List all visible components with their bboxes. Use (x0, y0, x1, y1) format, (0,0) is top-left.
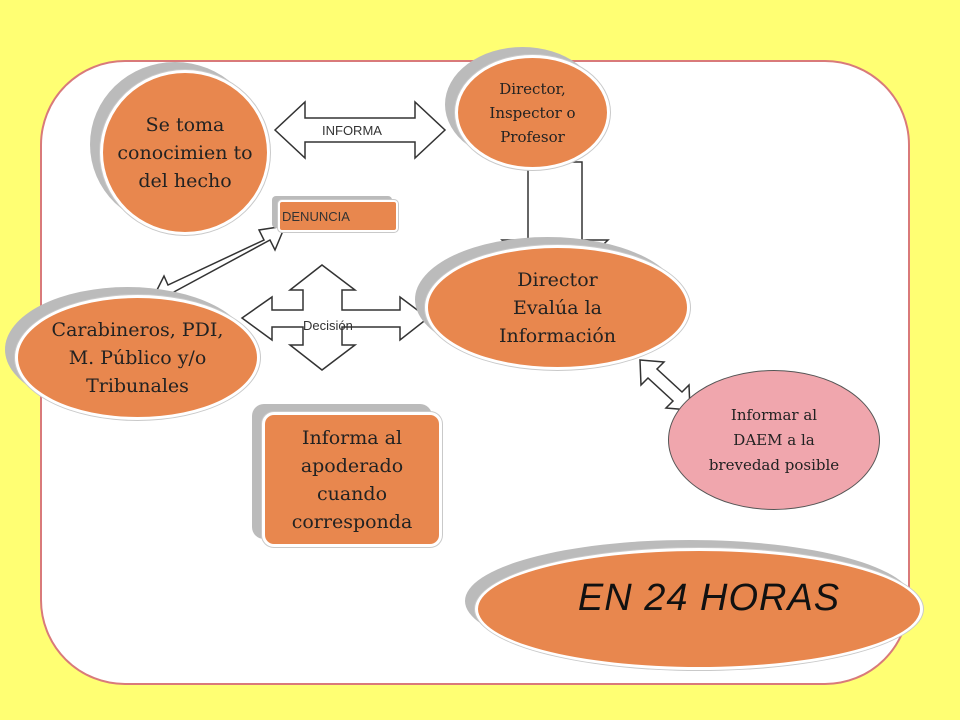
se-toma-label: Se toma conocimien to del hecho (117, 113, 253, 192)
node-en-24-horas: EN 24 HORAS (465, 540, 923, 670)
node-carabineros: Carabineros, PDI, M. Público y/o Tribuna… (5, 287, 260, 420)
informa-label: INFORMA (322, 123, 382, 138)
denuncia-box: DENUNCIA (272, 196, 398, 232)
node-director-inspector: Director, Inspector o Profesor (445, 47, 610, 170)
informa-apoderado-label: Informa al apoderado cuando corresponda (291, 426, 413, 533)
denuncia-label: DENUNCIA (282, 208, 350, 224)
node-se-toma-conocimiento: Se toma conocimien to del hecho (90, 62, 270, 235)
director-inspector-label: Director, Inspector o Profesor (489, 79, 576, 146)
node-director-evalua: Director Evalúa la Información (415, 237, 690, 370)
decision-arrow (240, 264, 430, 371)
decision-label: Decisión (303, 318, 353, 333)
informar-daem-label: Informar al DAEM a la brevedad posible (708, 405, 840, 474)
informa-arrow (273, 100, 447, 160)
node-informa-apoderado: Informa al apoderado cuando corresponda (252, 404, 442, 547)
carabineros-label: Carabineros, PDI, M. Público y/o Tribuna… (51, 318, 224, 397)
director-evalua-label: Director Evalúa la Información (498, 268, 617, 347)
node-informar-daem: Informar al DAEM a la brevedad posible (668, 370, 880, 510)
en-24-horas-label: EN 24 HORAS (577, 576, 841, 619)
